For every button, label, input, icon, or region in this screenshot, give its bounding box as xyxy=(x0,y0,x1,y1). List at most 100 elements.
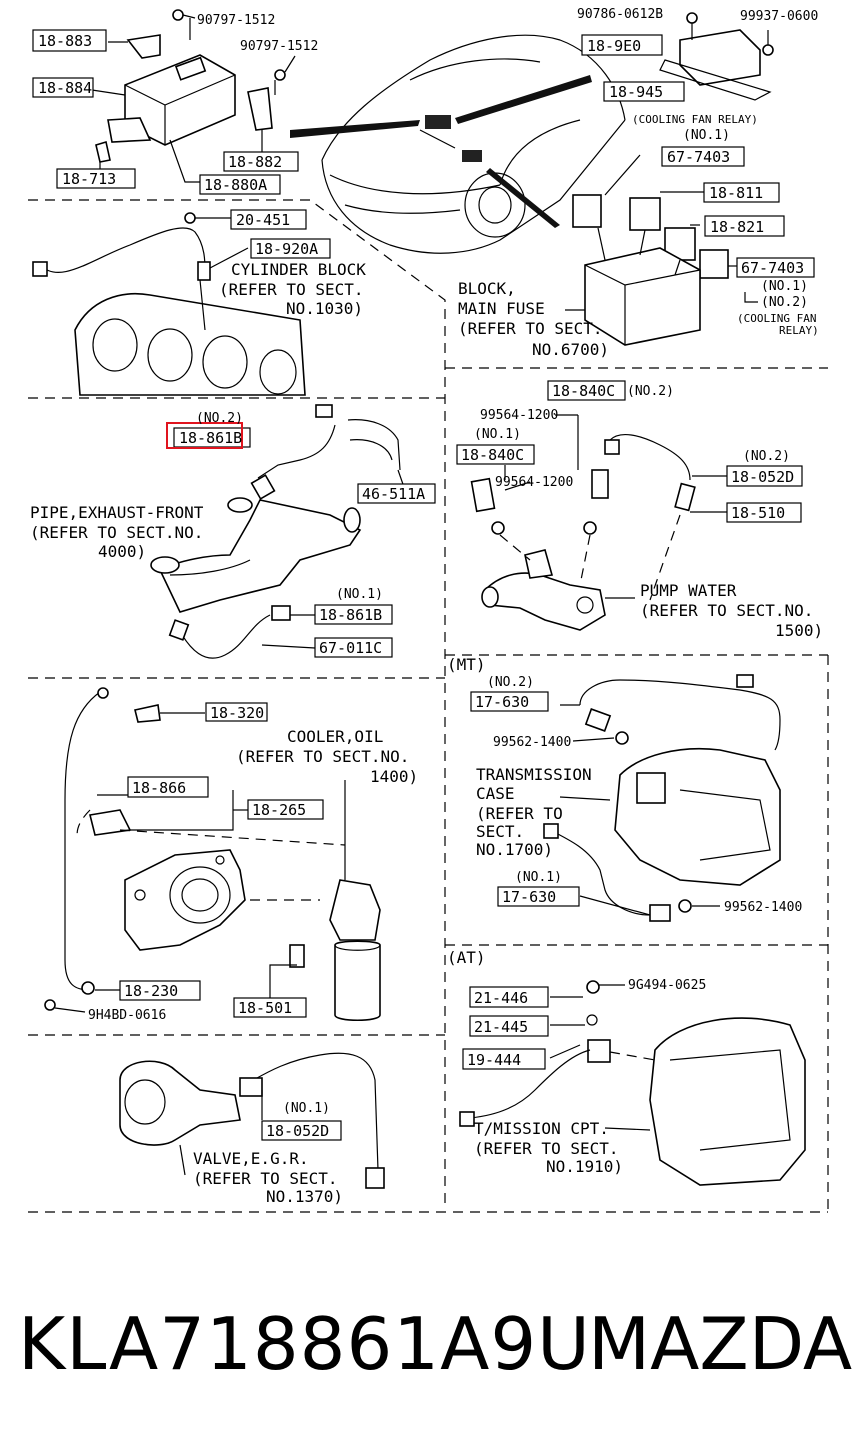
part-18-866: 18-866 xyxy=(132,779,186,797)
part-90786-0612b: 90786-0612B xyxy=(577,7,663,22)
part-99564-1200-a: 99564-1200 xyxy=(480,408,558,423)
part-18-884: 18-884 xyxy=(38,79,92,97)
note-tmission-cpt-2: (REFER TO SECT. xyxy=(474,1139,619,1158)
note-cooler-oil-1: COOLER,OIL xyxy=(287,727,383,746)
note-main-fuse-4: NO.6700) xyxy=(532,340,609,359)
part-21-445: 21-445 xyxy=(474,1018,528,1036)
note-transmission-case-5: NO.1700) xyxy=(476,840,553,859)
part-label-boxes xyxy=(32,29,815,1141)
pump-water-illustration xyxy=(470,414,728,631)
part-18-501: 18-501 xyxy=(238,999,292,1017)
part-18-052d-no1: 18-052D xyxy=(266,1122,329,1140)
part-18-840c-no1: 18-840C xyxy=(461,446,524,464)
note-transmission-case-4: SECT. xyxy=(476,822,524,841)
part-67-7403-a: 67-7403 xyxy=(667,148,730,166)
part-67-7403-b: 67-7403 xyxy=(741,259,804,277)
part-18-880a: 18-880A xyxy=(204,176,267,194)
note-pipe-exhaust-1: PIPE,EXHAUST-FRONT xyxy=(30,503,204,522)
note-tmission-cpt-1: T/MISSION CPT. xyxy=(474,1119,609,1138)
part-18-920a: 18-920A xyxy=(255,240,318,258)
qualifier-no1-fan: (NO.1) xyxy=(761,279,808,294)
part-18-265: 18-265 xyxy=(252,801,306,819)
note-pump-water-3: 1500) xyxy=(775,621,823,640)
part-90797-1512-b: 90797-1512 xyxy=(240,39,318,54)
part-18-230: 18-230 xyxy=(124,982,178,1000)
part-18-9e0: 18-9E0 xyxy=(587,37,641,55)
note-cylinder-block-1: CYLINDER BLOCK xyxy=(231,260,366,279)
exhaust-pipe-illustration xyxy=(150,404,406,659)
part-numbers: 18-883 90797-1512 90797-1512 18-884 18-8… xyxy=(38,7,818,1140)
part-17-630-no2: 17-630 xyxy=(475,693,529,711)
part-17-630-no1: 17-630 xyxy=(502,888,556,906)
note-pump-water-1: PUMP WATER xyxy=(640,581,737,600)
qualifier-no2-840c: (NO.2) xyxy=(627,384,674,399)
part-18-861b-no1: 18-861B xyxy=(319,606,382,624)
mt-transmission-illustration xyxy=(543,674,781,922)
brand-caption: MAZDA xyxy=(588,1302,853,1386)
note-cooler-oil-2: (REFER TO SECT.NO. xyxy=(236,747,409,766)
part-46-511a: 46-511A xyxy=(362,485,425,503)
part-number-caption: KLA718861A9U xyxy=(18,1302,591,1386)
note-cylinder-block-3: NO.1030) xyxy=(286,299,363,318)
at-transmission-illustration xyxy=(459,980,806,1186)
qualifier-labels: (NO.1) (COOLING FAN RELAY) (NO.1) (NO.2)… xyxy=(196,113,819,1116)
note-tmission-cpt-3: NO.1910) xyxy=(546,1157,623,1176)
note-cylinder-block-2: (REFER TO SECT. xyxy=(219,280,364,299)
part-99564-1200-b: 99564-1200 xyxy=(495,475,573,490)
note-pump-water-2: (REFER TO SECT.NO. xyxy=(640,601,813,620)
part-9h4bd-0616: 9H4BD-0616 xyxy=(88,1008,166,1023)
part-18-861b-no2: 18-861B xyxy=(179,429,242,447)
part-99562-1400-b: 99562-1400 xyxy=(724,900,802,915)
part-18-811: 18-811 xyxy=(709,184,763,202)
part-19-444: 19-444 xyxy=(467,1051,521,1069)
parts-diagram: 18-883 90797-1512 90797-1512 18-884 18-8… xyxy=(28,7,829,1213)
note-cooler-oil-3: 1400) xyxy=(370,767,418,786)
part-18-882: 18-882 xyxy=(228,153,282,171)
part-90797-1512-a: 90797-1512 xyxy=(197,13,275,28)
qualifier-mt: (MT) xyxy=(447,655,486,674)
part-18-052d-no2: 18-052D xyxy=(731,468,794,486)
section-dividers xyxy=(28,199,829,1213)
qualifier-no2-fan: (NO.2) xyxy=(761,295,808,310)
note-valve-egr-1: VALVE,E.G.R. xyxy=(193,1149,309,1168)
qualifier-no1-relay: (NO.1) xyxy=(683,128,730,143)
note-pipe-exhaust-2: (REFER TO SECT.NO. xyxy=(30,523,203,542)
qualifier-no1-840c: (NO.1) xyxy=(474,427,521,442)
note-transmission-case-3: (REFER TO xyxy=(476,804,563,823)
part-18-945: 18-945 xyxy=(609,83,663,101)
qualifier-no1-o2-sensor: (NO.1) xyxy=(336,587,383,602)
cylinder-block-illustration xyxy=(32,212,306,396)
reference-notes: CYLINDER BLOCK (REFER TO SECT. NO.1030) … xyxy=(30,260,823,1206)
ecu-module-illustration xyxy=(91,9,296,183)
part-20-451: 20-451 xyxy=(236,211,290,229)
qualifier-relay: RELAY) xyxy=(779,324,819,337)
egr-valve-illustration xyxy=(119,1052,385,1189)
note-main-fuse-3: (REFER TO SECT. xyxy=(458,319,603,338)
part-18-713: 18-713 xyxy=(62,170,116,188)
qualifier-no1-17630: (NO.1) xyxy=(515,870,562,885)
note-valve-egr-3: NO.1370) xyxy=(266,1187,343,1206)
qualifier-no2-17630: (NO.2) xyxy=(487,675,534,690)
part-18-320: 18-320 xyxy=(210,704,264,722)
qualifier-at: (AT) xyxy=(447,948,486,967)
relay-fuse-illustration xyxy=(565,12,774,346)
part-18-821: 18-821 xyxy=(710,218,764,236)
part-9g494-0625: 9G494-0625 xyxy=(628,978,706,993)
qualifier-no2-052d: (NO.2) xyxy=(743,449,790,464)
part-67-011c: 67-011C xyxy=(319,639,382,657)
qualifier-no1-052d: (NO.1) xyxy=(283,1101,330,1116)
note-pipe-exhaust-3: 4000) xyxy=(98,542,146,561)
note-transmission-case-2: CASE xyxy=(476,784,515,803)
qualifier-cooling-fan: (COOLING FAN xyxy=(737,312,816,325)
part-18-510: 18-510 xyxy=(731,504,785,522)
car-illustration xyxy=(290,34,626,254)
part-21-446: 21-446 xyxy=(474,989,528,1007)
part-99562-1400-a: 99562-1400 xyxy=(493,735,571,750)
part-99937-0600: 99937-0600 xyxy=(740,9,818,24)
qualifier-cooling-fan-relay-top: (COOLING FAN RELAY) xyxy=(632,113,758,126)
note-valve-egr-2: (REFER TO SECT. xyxy=(193,1169,338,1188)
note-main-fuse-2: MAIN FUSE xyxy=(458,299,545,318)
part-18-883: 18-883 xyxy=(38,32,92,50)
note-main-fuse-1: BLOCK, xyxy=(458,279,516,298)
note-transmission-case-1: TRANSMISSION xyxy=(476,765,592,784)
